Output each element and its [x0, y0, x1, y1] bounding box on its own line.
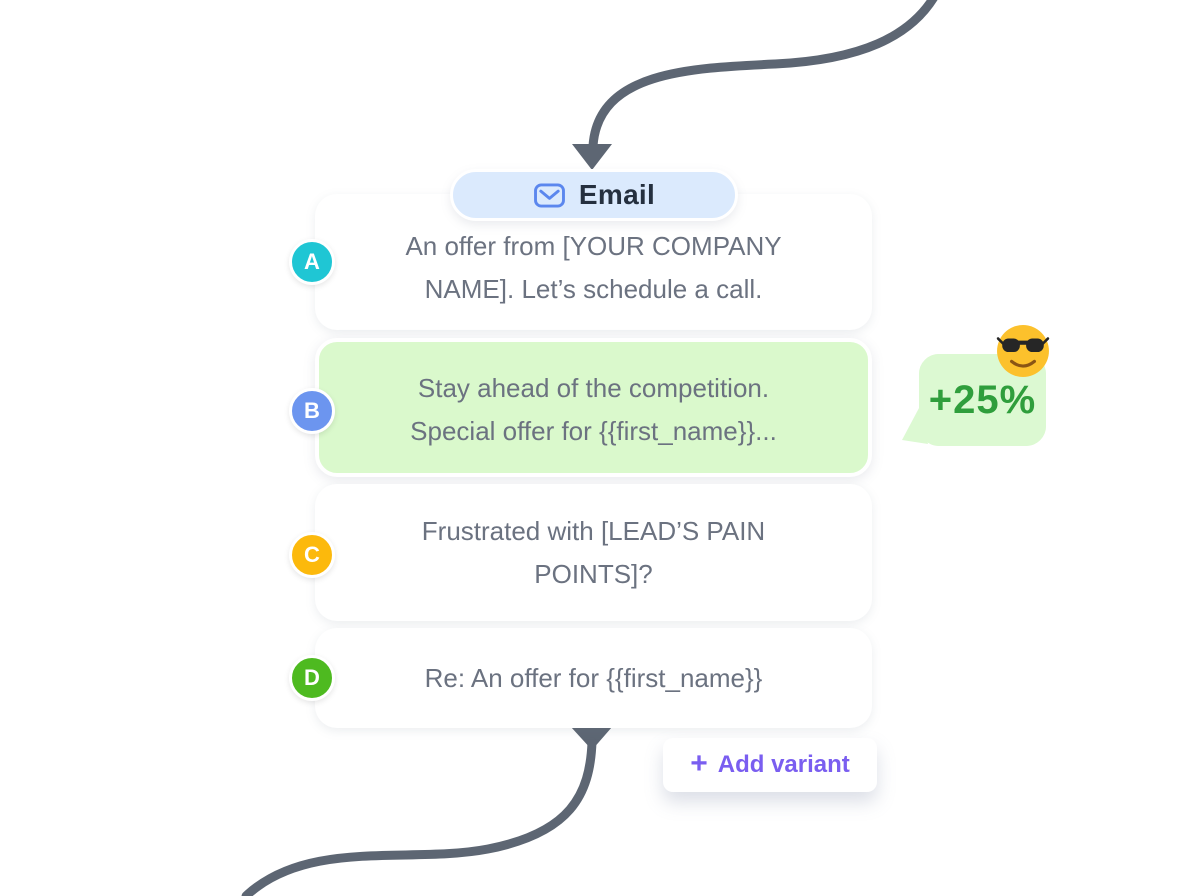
- incoming-connector-arrowhead: [572, 144, 612, 170]
- subject-line: POINTS]?: [534, 558, 653, 589]
- sunglasses-emoji-icon: [996, 325, 1050, 377]
- variant-letter: C: [304, 542, 320, 567]
- variant-letter: A: [304, 249, 320, 274]
- add-variant-button[interactable]: + Add variant: [663, 738, 877, 792]
- outgoing-connector-line: [241, 737, 597, 896]
- add-variant-label: Add variant: [717, 751, 850, 778]
- variant-card-d[interactable]: Re: An offer for {{first_name}}: [315, 628, 872, 728]
- variant-label-d: D: [289, 655, 335, 701]
- variant-label-a: A: [289, 239, 335, 285]
- subject-line: An offer from [YOUR COMPANY: [405, 231, 782, 261]
- open-rate-callout-bubble: [900, 350, 1050, 450]
- incoming-connector-line: [588, 0, 938, 151]
- subject-line: Frustrated with [LEAD’S PAIN: [421, 515, 766, 546]
- variant-letter: B: [304, 398, 320, 423]
- variant-label-b: B: [289, 388, 335, 434]
- subject-line: Re: An offer for {{first_name}}: [424, 662, 763, 693]
- subject-line: Special offer for {{first_name}}...: [410, 415, 777, 446]
- subject-line: Stay ahead of the competition.: [417, 372, 770, 403]
- variant-letter: D: [304, 665, 320, 690]
- variant-card-c[interactable]: Frustrated with [LEAD’S PAIN POINTS]?: [315, 484, 872, 621]
- subject-line: NAME]. Let’s schedule a call.: [424, 274, 763, 304]
- email-step-badge[interactable]: Email: [450, 169, 738, 221]
- open-rate-callout-value: +25%: [928, 377, 1037, 422]
- plus-icon: +: [690, 746, 708, 780]
- variant-label-c: C: [289, 532, 335, 578]
- envelope-icon: [533, 182, 565, 208]
- email-step-label: Email: [578, 179, 656, 210]
- variant-card-b[interactable]: Stay ahead of the competition. Special o…: [315, 338, 872, 477]
